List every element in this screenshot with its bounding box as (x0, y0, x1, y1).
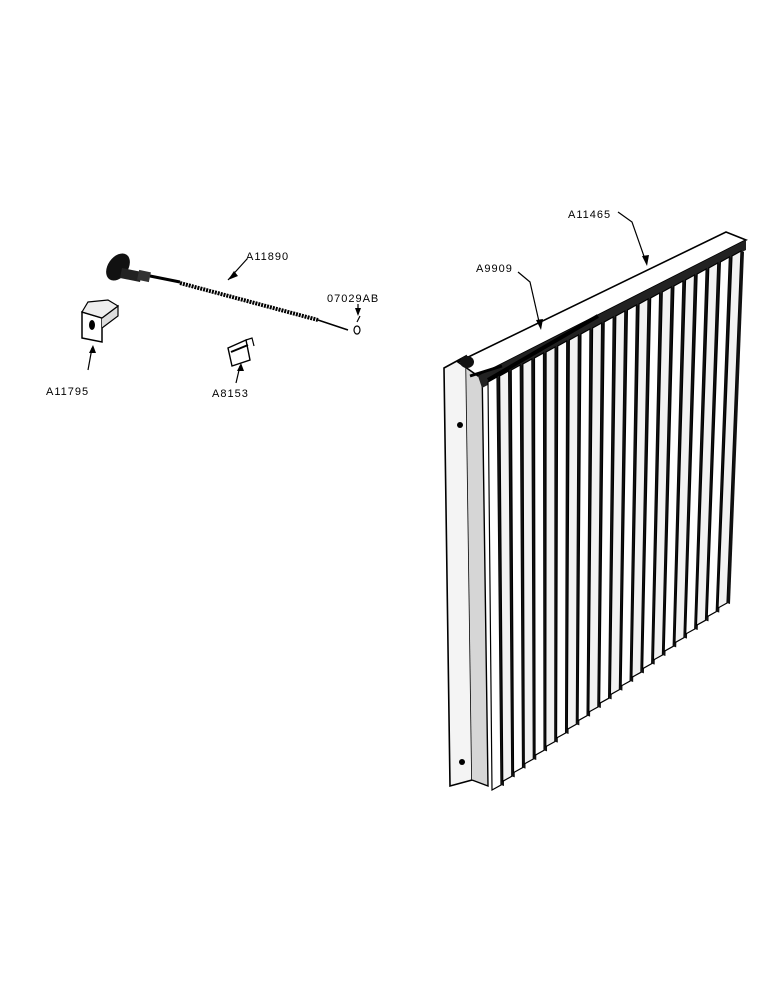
clip-tab (245, 337, 255, 347)
clip-body (227, 339, 251, 367)
clip-fold (230, 344, 249, 353)
shutter-vane (555, 339, 568, 740)
label-cable-clip: A8153 (212, 388, 249, 400)
knob-stem (120, 268, 142, 282)
clip-part (227, 337, 255, 367)
shutter-vane (577, 327, 591, 722)
arrow-clip (237, 363, 244, 371)
inner-wire (317, 319, 349, 331)
screw-shank (356, 315, 361, 323)
shutter-vane (588, 321, 603, 714)
label-shutter-rod: A9909 (476, 263, 513, 275)
leader-shutter-rod (517, 271, 541, 327)
shutter-vane (566, 333, 579, 731)
shutter-top-rail-edge (478, 240, 746, 388)
screw-head (353, 325, 361, 335)
shutter-vane (510, 363, 524, 774)
control-cable-assembly (106, 253, 349, 331)
bracket-part (81, 299, 120, 343)
cable-ferrule (137, 269, 151, 283)
rod-lever (469, 364, 503, 378)
shutter-vane (663, 279, 684, 653)
shutter-vane (522, 357, 534, 766)
label-choke-cable: A11890 (246, 251, 289, 263)
shutter-vane (545, 345, 556, 748)
screw-part (353, 315, 361, 335)
arrow-screw (355, 308, 361, 316)
shutter-operating-rod (486, 314, 600, 382)
shutter-vane (599, 315, 614, 705)
arrow-choke-cable (228, 271, 238, 280)
label-bracket: A11795 (46, 386, 89, 398)
arrow-shutter-rod (536, 319, 543, 330)
bracket-top (81, 299, 120, 319)
leader-radiator-shutter (617, 211, 647, 263)
shutter-vane (642, 291, 661, 670)
label-cable-clip-screw: 07029AB (327, 293, 379, 305)
arrow-radiator-shutter (642, 255, 649, 266)
shutter-vane (533, 351, 545, 757)
shutter-vane (674, 273, 696, 644)
label-radiator-shutter: A11465 (568, 209, 611, 221)
leader-arrowheads (89, 255, 649, 371)
cable-sheath-front (149, 274, 181, 284)
shutter-vane (685, 267, 707, 636)
top-rail-pivot (460, 356, 474, 368)
frame-bolt-top (457, 422, 463, 428)
shutter-vane-shadow (727, 251, 744, 604)
frame-bolt-bottom (459, 759, 465, 765)
shutter-vane (706, 255, 731, 618)
shutter-vane (609, 309, 626, 696)
bracket-hole (89, 320, 95, 330)
cable-sheath (179, 281, 319, 322)
radiator-shutter (443, 231, 748, 792)
shutter-vanes (487, 249, 744, 792)
shutter-vane (695, 261, 719, 627)
arrow-bracket (89, 345, 96, 353)
